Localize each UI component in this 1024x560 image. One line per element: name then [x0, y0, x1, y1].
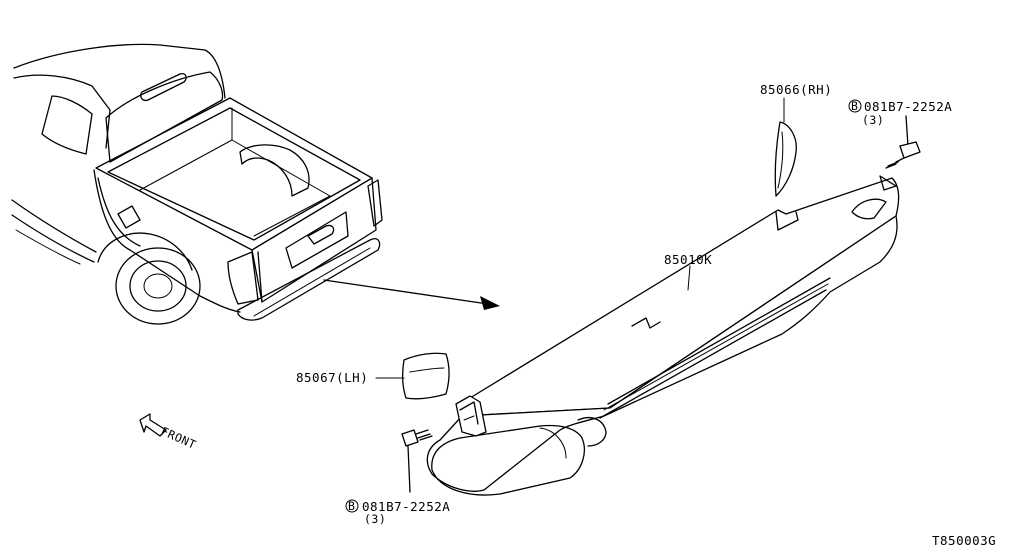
- label-bumper-rear: 85010K: [664, 252, 712, 267]
- rear-bumper-assembly: [426, 175, 900, 496]
- label-end-cap-rh: 85066(RH): [760, 82, 832, 97]
- bolt-top-quantity: (3): [862, 113, 884, 127]
- bolt-top-symbol: B: [851, 99, 858, 113]
- bolt-bottom-part-number: 081B7-2252A: [362, 499, 450, 514]
- bolt-bottom-quantity: (3): [364, 512, 386, 526]
- bolt-bottom-icon: [401, 429, 433, 493]
- leader-arrow: [323, 279, 500, 310]
- callout-bolt-top: B 081B7-2252A (3): [848, 99, 952, 127]
- end-cap-rh-part: [774, 121, 797, 197]
- bolt-top-part-number: 081B7-2252A: [864, 99, 952, 114]
- label-end-cap-lh: 85067(LH): [296, 370, 368, 385]
- end-cap-lh-part: [402, 352, 450, 400]
- bolt-bottom-symbol: B: [348, 499, 355, 513]
- callout-leaders: [375, 97, 785, 379]
- diagram-id: T850003G: [932, 533, 996, 548]
- callout-bolt-bottom: B 081B7-2252A (3): [345, 499, 450, 526]
- bolt-top-icon: [885, 115, 921, 169]
- truck-illustration: [11, 43, 383, 325]
- front-label: FRONT: [159, 424, 199, 452]
- front-arrow-icon: [139, 413, 167, 437]
